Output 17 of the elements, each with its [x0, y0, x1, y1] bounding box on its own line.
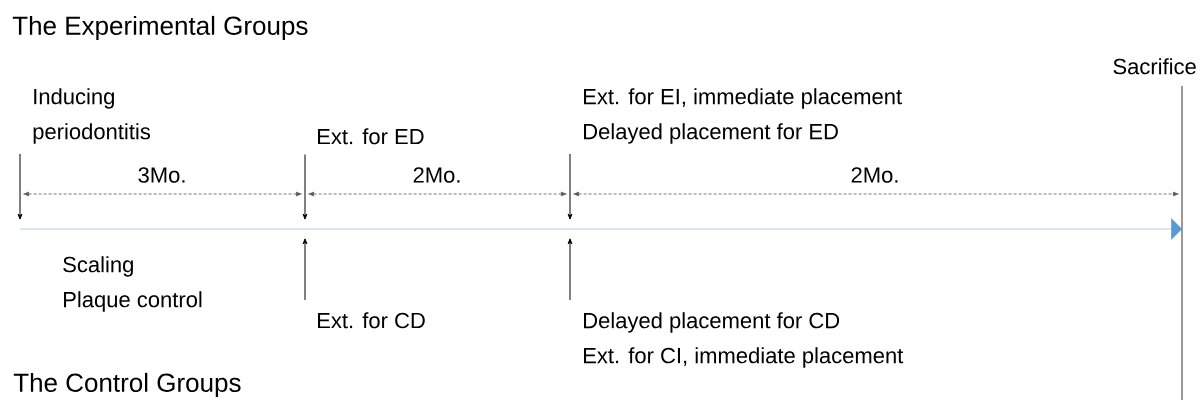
arrow [302, 238, 308, 301]
arrow [302, 154, 308, 220]
duration-label: 2Mo. [411, 166, 463, 184]
arrow [567, 238, 573, 301]
event-label: Ext. for EI, immediate placement Delayed placement for ED [584, 88, 902, 144]
group-heading: The Control Groups [12, 371, 243, 399]
event-label: Scaling Plaque control [63, 256, 202, 312]
duration-label: 2Mo. [849, 166, 901, 184]
event-label: Ext. for CD [318, 312, 425, 329]
arrow [17, 153, 23, 220]
event-label: Delayed placement for CD Ext. for CI, immediate placement [584, 312, 904, 368]
event-label: Ext. for ED [318, 128, 424, 145]
title: The Experimental Groups [12, 15, 308, 41]
event-label: Inducing periodontitis [33, 88, 150, 144]
event-label: Sacrifice [1113, 58, 1196, 75]
arrow [567, 153, 573, 220]
duration-label: 3Mo. [136, 166, 188, 184]
